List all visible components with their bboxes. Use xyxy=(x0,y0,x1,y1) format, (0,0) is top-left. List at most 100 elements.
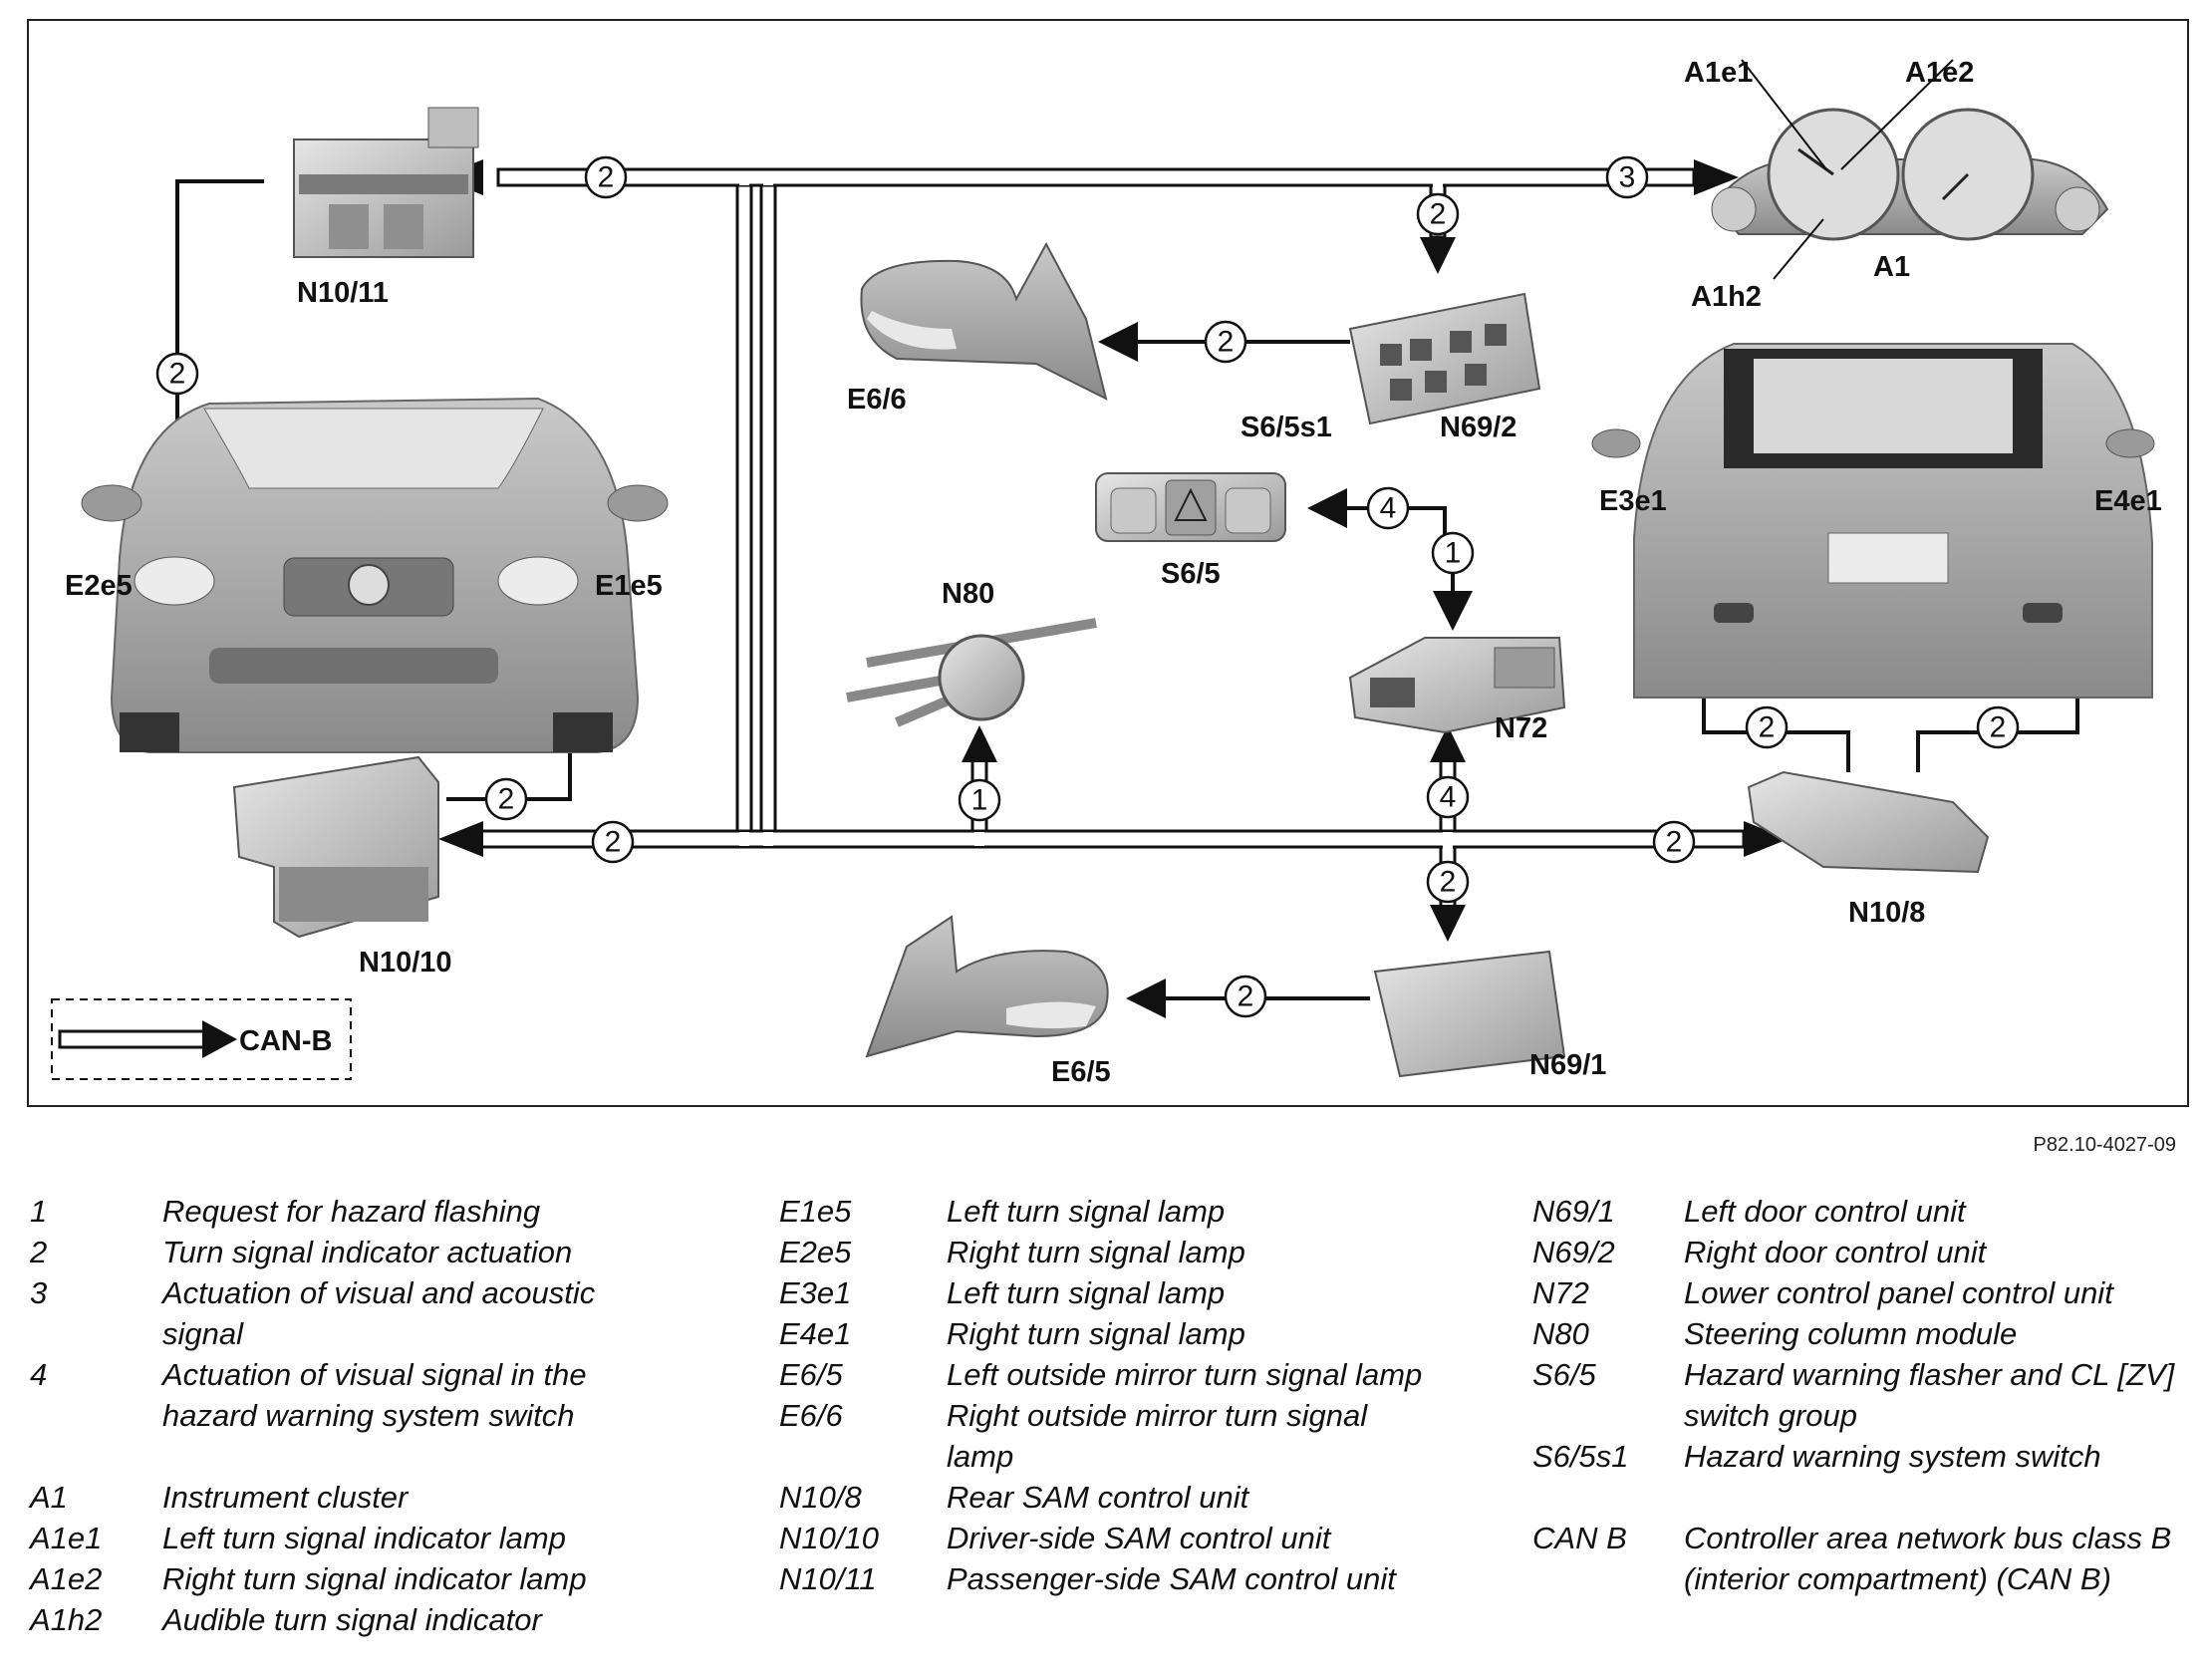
legend-desc: Rear SAM control unit xyxy=(947,1480,1249,1515)
n10-8-module xyxy=(1747,770,1990,874)
legend-desc: Right turn signal indicator lamp xyxy=(162,1561,587,1596)
legend-row: 4 Actuation of visual signal in the hazar… xyxy=(30,1354,678,1436)
legend-code: N69/1 xyxy=(1532,1194,1615,1229)
legend-desc: Actuation of visual and acoustic signal xyxy=(162,1275,596,1351)
legend-desc: Right turn signal lamp xyxy=(947,1235,1245,1269)
label-e2e5: E2e5 xyxy=(65,570,133,602)
label-s6-5s1: S6/5s1 xyxy=(1240,412,1332,443)
legend-desc: Left turn signal indicator lamp xyxy=(162,1521,566,1555)
legend-row: N69/1 Left door control unit xyxy=(1532,1191,2190,1232)
legend-code: A1e1 xyxy=(30,1521,103,1555)
legend-code: N10/10 xyxy=(779,1521,879,1555)
label-n69-2: N69/2 xyxy=(1440,412,1516,443)
legend-code: E6/5 xyxy=(779,1357,843,1392)
marker-2: 2 xyxy=(169,358,186,391)
n69-2-module xyxy=(1348,292,1541,425)
marker-2: 2 xyxy=(1666,826,1683,859)
legend-row: E3e1 Left turn signal lamp xyxy=(779,1272,1427,1313)
label-e6-6: E6/6 xyxy=(847,384,907,416)
legend-code: A1 xyxy=(30,1480,68,1515)
legend-row: S6/5 Hazard warning flasher and CL [ZV] s… xyxy=(1532,1354,2190,1436)
label-n10-11: N10/11 xyxy=(297,277,389,309)
can-b-key: CAN-B xyxy=(51,998,352,1080)
legend-code: E4e1 xyxy=(779,1316,852,1351)
step-markers xyxy=(155,155,2020,1018)
legend-row: A1e1 Left turn signal indicator lamp xyxy=(30,1518,678,1558)
legend-code: N80 xyxy=(1532,1316,1589,1351)
mirror-e6-5-image xyxy=(865,915,1109,1058)
legend-desc: Passenger-side SAM control unit xyxy=(947,1561,1396,1596)
legend-desc: Right door control unit xyxy=(1684,1235,1987,1269)
legend-code: 1 xyxy=(30,1194,48,1229)
label-n72: N72 xyxy=(1495,712,1547,744)
label-a1: A1 xyxy=(1873,251,1910,283)
legend-code: 4 xyxy=(30,1357,48,1392)
label-n69-1: N69/1 xyxy=(1529,1049,1606,1081)
legend-row: CAN B Controller area network bus class B… xyxy=(1532,1518,2190,1599)
marker-2: 2 xyxy=(605,826,622,859)
legend-desc: Controller area network bus class B (int… xyxy=(1684,1521,2172,1596)
legend-row: S6/5s1 Hazard warning system switch xyxy=(1532,1436,2190,1477)
legend-desc: Hazard warning system switch xyxy=(1684,1439,2101,1474)
label-a1e1: A1e1 xyxy=(1684,57,1753,89)
s6-5-switch-group xyxy=(1095,472,1286,542)
legend-row: A1e2 Right turn signal indicator lamp xyxy=(30,1558,678,1599)
legend-row: N10/8 Rear SAM control unit xyxy=(779,1477,1427,1518)
instrument-cluster-image xyxy=(1711,59,2109,280)
n10-11-module xyxy=(293,107,479,258)
legend-desc: Turn signal indicator actuation xyxy=(162,1235,573,1269)
can-b-key-label: CAN-B xyxy=(239,1025,332,1057)
legend-code: A1e2 xyxy=(30,1561,103,1596)
legend-code: S6/5s1 xyxy=(1532,1439,1629,1474)
legend-desc: Lower control panel control unit xyxy=(1684,1275,2113,1310)
hazard-warning-diagram: 2 3 2 2 2 4 1 2 1 4 2 2 2 2 2 2 N10/11 N… xyxy=(27,19,2189,1107)
legend-desc: Instrument cluster xyxy=(162,1480,409,1515)
legend-desc: Left door control unit xyxy=(1684,1194,1966,1229)
legend-desc: Right outside mirror turn signal lamp xyxy=(947,1398,1368,1474)
legend-code: E2e5 xyxy=(779,1235,852,1269)
label-e6-5: E6/5 xyxy=(1051,1056,1111,1088)
n10-10-module xyxy=(232,755,439,939)
legend-code: CAN B xyxy=(1532,1521,1627,1555)
legend-desc: Audible turn signal indicator xyxy=(162,1602,542,1637)
marker-2: 2 xyxy=(1440,866,1457,899)
arrow-to-n69-1 xyxy=(1430,905,1466,942)
legend-row: A1 Instrument cluster xyxy=(30,1477,678,1518)
marker-3: 3 xyxy=(1619,161,1636,194)
marker-2: 2 xyxy=(498,783,515,816)
legend-desc: Request for hazard flashing xyxy=(162,1194,541,1229)
front-car-image xyxy=(81,397,669,753)
legend-code: N72 xyxy=(1532,1275,1589,1310)
n69-1-module xyxy=(1373,950,1566,1078)
legend-code: A1h2 xyxy=(30,1602,103,1637)
label-n10-10: N10/10 xyxy=(359,947,452,979)
marker-1: 1 xyxy=(1445,537,1462,570)
marker-2: 2 xyxy=(1238,980,1254,1013)
legend-code: N10/8 xyxy=(779,1480,862,1515)
legend-code: 3 xyxy=(30,1275,48,1310)
arrow-to-n10-8 xyxy=(1744,821,1789,857)
label-n10-8: N10/8 xyxy=(1848,897,1925,929)
legend-desc: Left turn signal lamp xyxy=(947,1275,1226,1310)
legend-code: E3e1 xyxy=(779,1275,852,1310)
legend-code: S6/5 xyxy=(1532,1357,1596,1392)
legend-row: E2e5 Right turn signal lamp xyxy=(779,1232,1427,1272)
legend-desc: Hazard warning flasher and CL [ZV] switc… xyxy=(1684,1357,2175,1433)
legend-desc: Actuation of visual signal in the hazard… xyxy=(162,1357,587,1433)
arrow-to-n10-10 xyxy=(438,821,483,857)
figure-reference: P82.10-4027-09 xyxy=(2033,1134,2176,1156)
label-e3e1: E3e1 xyxy=(1599,485,1667,517)
arrow-to-n80 xyxy=(962,725,997,762)
arrow-to-n69-2 xyxy=(1420,237,1456,274)
legend-desc: Left turn signal lamp xyxy=(947,1194,1226,1229)
marker-2: 2 xyxy=(1990,711,2007,744)
